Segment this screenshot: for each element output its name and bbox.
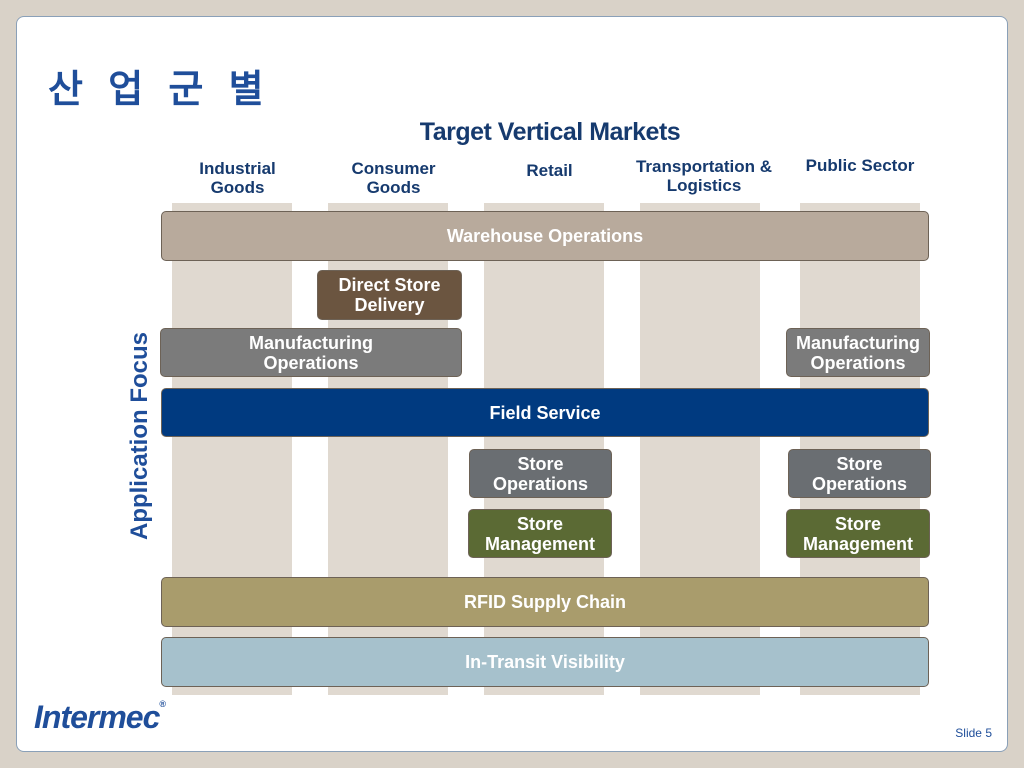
column-header-retail: Retail — [526, 161, 573, 180]
store-management-bar-retail: Store Management — [468, 509, 612, 558]
page-title: 산 업 군 별 — [48, 67, 270, 111]
field-service-bar: Field Service — [161, 388, 929, 437]
slide-number: Slide 5 — [955, 726, 992, 740]
diagram-subtitle: Target Vertical Markets — [419, 118, 681, 146]
store-operations-bar-public-sector: Store Operations — [788, 449, 931, 498]
column-header-transportation-logistics: Transportation & Logistics — [635, 157, 772, 195]
column-header-public-sector: Public Sector — [805, 156, 915, 175]
store-operations-bar-retail: Store Operations — [469, 449, 612, 498]
intermec-logo: Intermec® — [34, 699, 166, 735]
rfid-supply-chain-bar: RFID Supply Chain — [161, 577, 929, 627]
manufacturing-operations-bar-left: Manufacturing Operations — [160, 328, 462, 377]
direct-store-delivery-bar: Direct Store Delivery — [317, 270, 462, 320]
column-header-industrial-goods: Industrial Goods — [199, 159, 276, 197]
application-focus-axis-label: Application Focus — [126, 331, 153, 541]
in-transit-visibility-bar: In-Transit Visibility — [161, 637, 929, 687]
manufacturing-operations-bar-right: Manufacturing Operations — [786, 328, 930, 377]
store-management-bar-public-sector: Store Management — [786, 509, 930, 558]
warehouse-operations-bar: Warehouse Operations — [161, 211, 929, 261]
column-header-consumer-goods: Consumer Goods — [351, 159, 436, 197]
